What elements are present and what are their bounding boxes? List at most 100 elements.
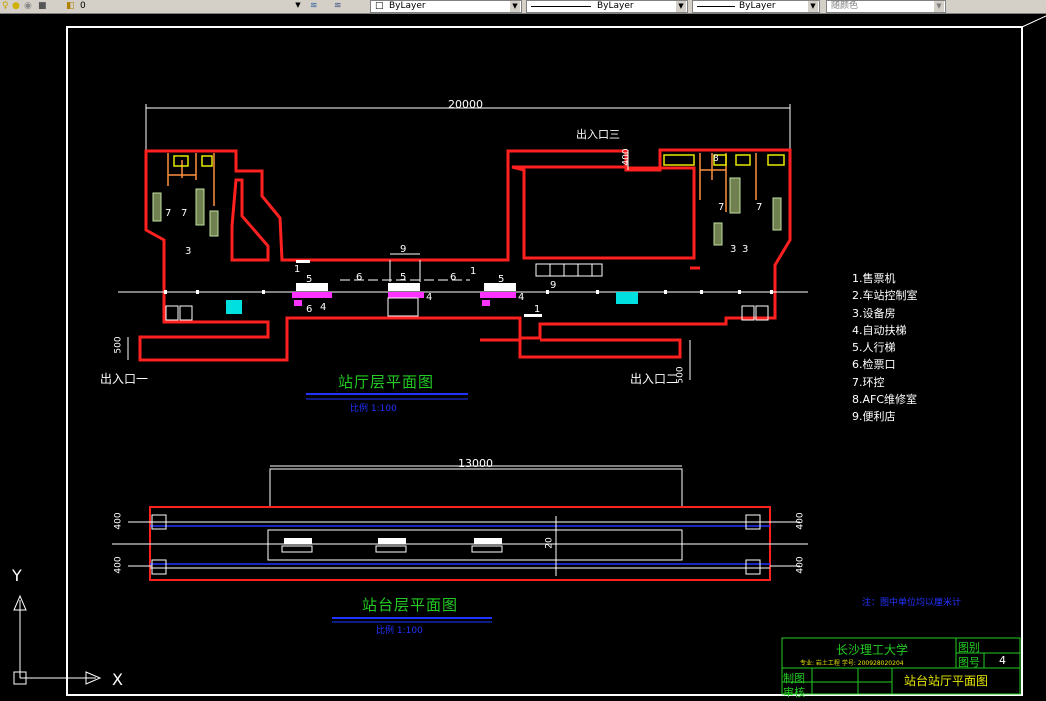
platform-dimension-lines xyxy=(128,516,800,576)
room-label: 7 xyxy=(756,202,763,213)
hall-outer-wall xyxy=(138,148,792,362)
layer-dropdown[interactable]: ▼ xyxy=(0,0,304,11)
environment-control-units xyxy=(152,177,782,246)
room-label: 5 xyxy=(498,274,505,285)
layer-color-icon[interactable]: ◧ xyxy=(66,1,75,11)
drawing-number-value: 4 xyxy=(999,654,1006,667)
layer-print-icon[interactable]: ■ xyxy=(38,1,47,11)
interior-partitions xyxy=(167,153,757,212)
ucs-x-label: X xyxy=(112,670,123,689)
small-dimension: 9 xyxy=(400,244,407,255)
escalator-groups xyxy=(292,283,516,317)
dimension-400: 400 xyxy=(621,148,632,166)
room-label: 1 xyxy=(294,264,301,275)
room-label: 4 xyxy=(426,292,433,303)
legend-item: 9.便利店 xyxy=(852,410,896,424)
platform-concourse xyxy=(269,468,683,508)
room-label: 4 xyxy=(320,302,327,313)
env-control-rooms xyxy=(165,305,769,321)
legend-item: 7.环控 xyxy=(852,375,885,389)
legend-item: 1.售票机 xyxy=(852,272,896,285)
drawing-canvas[interactable]: 20000 出入口三 400 9 7 7 3 2 8 7 7 3 3 1 1 1… xyxy=(0,14,1046,701)
layer-previous-icon[interactable]: ≋ xyxy=(334,1,342,11)
ucs-y-label: Y xyxy=(12,566,22,585)
station-hall-plan xyxy=(118,104,808,400)
room-label: 3 xyxy=(742,244,749,255)
lineweight-control-dropdown[interactable]: ByLayer ▼ xyxy=(692,0,820,13)
platform-stairs xyxy=(284,538,502,544)
ticket-machines xyxy=(226,292,638,314)
dimension-400: 400 xyxy=(113,556,124,574)
room-label: 1 xyxy=(470,266,477,277)
platform-end-blocks xyxy=(151,514,761,575)
drafted-by-label: 制图 xyxy=(783,672,805,685)
chevron-down-icon[interactable]: ▼ xyxy=(676,1,686,12)
make-layer-current-icon[interactable]: ≋ xyxy=(310,1,318,11)
legend-item: 6.检票口 xyxy=(852,358,896,372)
linetype-control-dropdown[interactable]: ByLayer ▼ xyxy=(526,0,688,13)
dimension-400: 400 xyxy=(113,512,124,530)
drawing-name: 站台站厅平面图 xyxy=(904,674,989,688)
layer-lock-icon[interactable]: ◉ xyxy=(24,1,32,11)
hall-plan-title: 站厅层平面图 xyxy=(338,373,435,391)
platform-plan-scale: 比例 1:100 xyxy=(376,626,423,636)
platform-plan-title: 站台层平面图 xyxy=(362,596,459,614)
legend-item: 2.车站控制室 xyxy=(852,289,918,303)
small-rooms xyxy=(173,154,785,167)
convenience-store-blocks xyxy=(535,263,603,277)
room-label: 9 xyxy=(550,280,557,291)
major-student-line: 专业: 岩土工程 学号: 200928020204 xyxy=(800,660,904,667)
room-label: 3 xyxy=(185,246,192,257)
room-label: 4 xyxy=(518,292,525,303)
layer-freeze-icon[interactable]: ● xyxy=(12,1,20,11)
chevron-down-icon[interactable]: ▼ xyxy=(808,1,818,12)
chevron-down-icon[interactable]: ▼ xyxy=(510,1,520,12)
color-swatch-icon: □ xyxy=(375,1,384,11)
linetype-sample-icon xyxy=(531,6,591,7)
plot-style-control-dropdown: 随颜色 ▼ xyxy=(826,0,946,13)
dimension-500: 500 xyxy=(113,336,124,354)
ucs-icon xyxy=(13,594,102,685)
exit-one-label: 出入口一 xyxy=(100,372,149,386)
ticket-machine-marks xyxy=(296,260,542,317)
color-control-dropdown[interactable]: □ ByLayer ▼ xyxy=(370,0,522,13)
exit-three-wall xyxy=(511,165,696,260)
layer-name: 0 xyxy=(80,1,86,11)
room-label: 3 xyxy=(730,244,737,255)
title-block-lines xyxy=(781,637,1021,695)
room-label: 6 xyxy=(306,304,313,315)
room-label: 6 xyxy=(356,272,363,283)
exit-three-label: 出入口三 xyxy=(576,128,620,141)
dimension-400: 400 xyxy=(795,556,806,574)
sheet-border xyxy=(66,26,1023,696)
chevron-down-icon[interactable]: ▼ xyxy=(293,0,303,11)
properties-toolbar: ♀ ● ◉ ■ ◧ 0 ▼ ≋ ≋ □ ByLayer ▼ ByLayer ▼ … xyxy=(0,0,1046,14)
legend-item: 5.人行梯 xyxy=(852,341,896,355)
room-label: 5 xyxy=(306,274,313,285)
dimension-20: 20 xyxy=(544,537,555,549)
drawing-note: 注：图中单位均以厘米计 xyxy=(862,598,962,608)
drawing-number-label: 图号 xyxy=(958,656,980,669)
chevron-down-icon: ▼ xyxy=(934,1,944,12)
room-label: 2 xyxy=(176,156,182,166)
axis-ticks xyxy=(164,290,773,294)
room-label: 6 xyxy=(450,272,457,283)
exit-two-wall xyxy=(480,338,682,359)
legend: 1.售票机 2.车站控制室 3.设备房 4.自动扶梯 5.人行梯 6.检票口 7… xyxy=(852,270,918,426)
room-label: 5 xyxy=(400,272,407,283)
drawing-kind-label: 图别 xyxy=(958,641,980,654)
room-label: 1 xyxy=(534,304,541,315)
room-label: 7 xyxy=(165,208,172,219)
hall-plan-scale: 比例 1:100 xyxy=(350,404,397,414)
viewport-edge-line xyxy=(1021,15,1046,28)
island-platform xyxy=(267,529,683,561)
platform-total-dimension: 13000 xyxy=(458,457,493,470)
platform-plan xyxy=(112,465,808,623)
layer-on-icon[interactable]: ♀ xyxy=(2,1,9,11)
room-label: 7 xyxy=(181,208,188,219)
legend-item: 3.设备房 xyxy=(852,306,896,320)
platform-escalators xyxy=(281,545,503,553)
hall-total-dimension: 20000 xyxy=(448,98,483,111)
legend-item: 8.AFC维修室 xyxy=(852,393,918,407)
equipment-room-wall xyxy=(230,178,270,262)
